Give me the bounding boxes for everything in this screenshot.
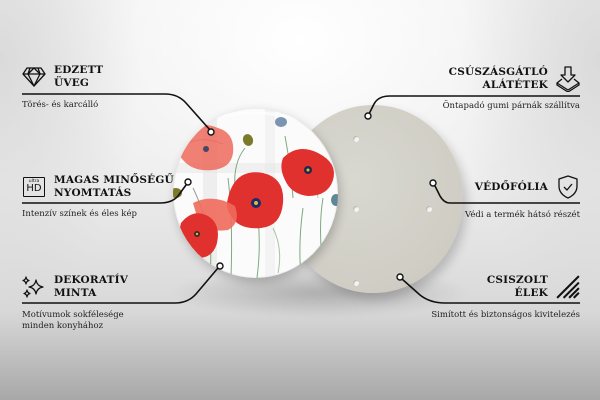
feature-title: ÜVEG [54, 77, 90, 89]
feature-description: Motívumok sokfélesége minden konyhához [22, 310, 202, 332]
feature-title: ALÁTÉTEK [482, 79, 548, 91]
connector-dot [429, 179, 437, 187]
connector-dot [184, 178, 192, 186]
download-tray-icon [556, 66, 580, 92]
feature-description-line: Motívumok sokfélesége [22, 310, 124, 320]
feature-protective-film: VÉDŐFÓLIA Védi a termék hátsó részét [400, 172, 580, 221]
feature-high-quality-print: ultra HD MAGAS MINŐSÉGŰ NYOMTATÁS Intenz… [22, 172, 202, 220]
hole [353, 136, 359, 142]
feature-title: DEKORATÍV [54, 274, 129, 286]
feature-title: VÉDŐFÓLIA [474, 180, 548, 193]
icon-label: HD [26, 183, 42, 195]
polished-edge-icon [556, 275, 580, 299]
feature-title: NYOMTATÁS [54, 187, 132, 199]
feature-title: CSISZOLT [486, 274, 548, 286]
hole [353, 206, 359, 212]
feature-description: Törés- és karcálló [22, 100, 99, 110]
feature-description: Védi a termék hátsó részét [465, 210, 580, 220]
coaster-front-poppy [173, 108, 338, 278]
diamond-icon [22, 65, 46, 89]
feature-title: ÉLEK [514, 287, 548, 299]
feature-decorative-pattern: DEKORATÍV MINTA Motívumok sokfélesége mi… [22, 272, 202, 332]
feature-description: Öntapadó gumi párnák szállítva [442, 101, 580, 111]
feature-tempered-glass: EDZETT ÜVEG Törés- és karcálló [22, 62, 202, 111]
feature-polished-edges: CSISZOLT ÉLEK Simított és biztonságos ki… [400, 272, 580, 321]
hole [353, 280, 359, 286]
feature-description: Simított és biztonságos kivitelezés [431, 310, 580, 320]
feature-title: MINTA [54, 287, 97, 299]
feature-title: MAGAS MINŐSÉGŰ [54, 174, 174, 186]
icon-label: ultra [28, 178, 40, 184]
connector-dot [207, 128, 215, 136]
feature-anti-slip-pads: CSÚSZÁSGÁTLÓ ALÁTÉTEK Öntapadó gumi párn… [400, 64, 580, 112]
hole [426, 206, 432, 212]
feature-title: CSÚSZÁSGÁTLÓ [448, 66, 548, 78]
feature-title: EDZETT [54, 64, 104, 76]
connector-dot [216, 262, 224, 270]
ultra-hd-icon: ultra HD [22, 175, 46, 199]
connector-dot [396, 273, 404, 281]
shield-check-icon [556, 175, 580, 199]
sparkle-icon [22, 275, 46, 299]
connector-dot [364, 112, 372, 120]
feature-description: Intenzív színek és éles kép [22, 209, 137, 219]
feature-description-line: minden konyhához [22, 321, 104, 331]
